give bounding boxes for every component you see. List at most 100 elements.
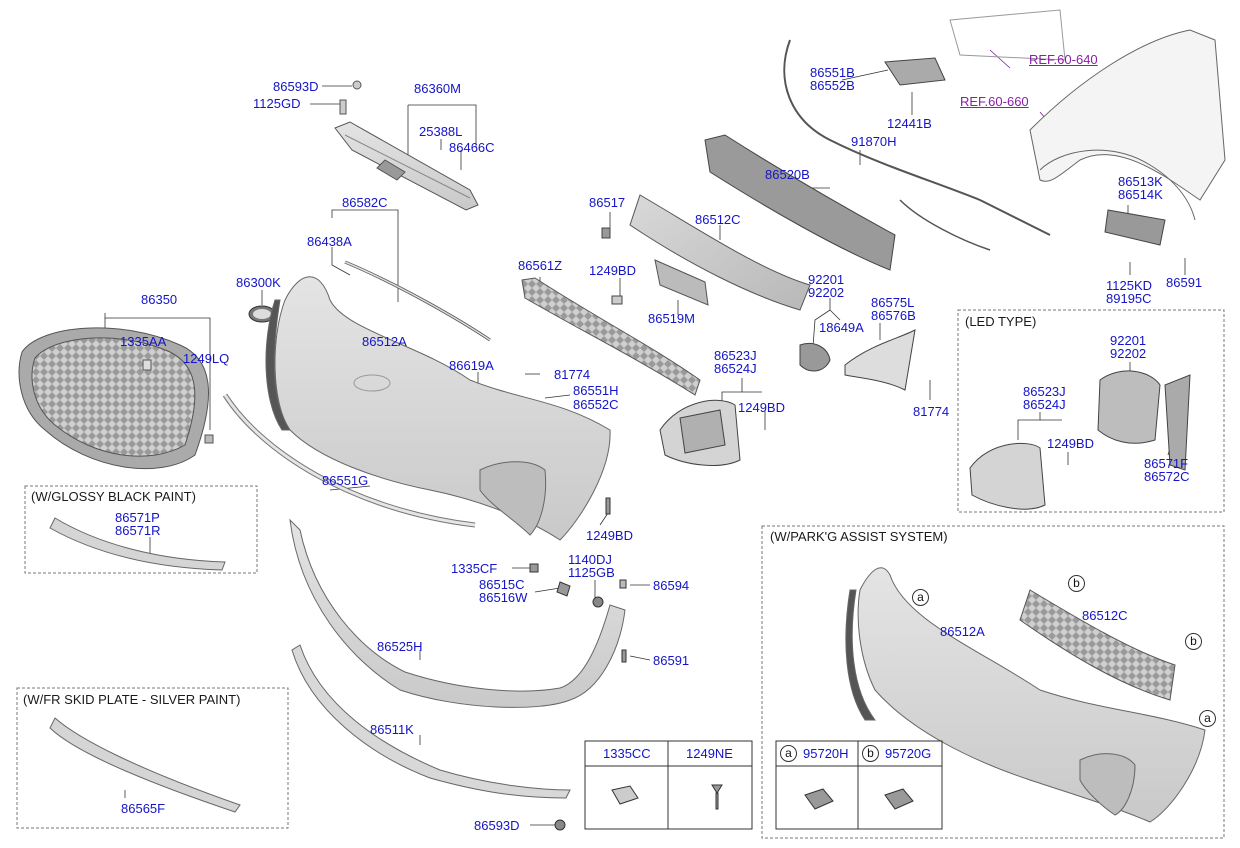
label-1335CF[interactable]: 1335CF [451,561,498,576]
label-86591-fender[interactable]: 86591 [1166,275,1203,290]
label-1125GD[interactable]: 1125GD [253,96,301,111]
label-86515C[interactable]: 86515C [479,577,525,592]
label-1249BD-fog[interactable]: 1249BD [738,400,785,415]
table-header-1249NE[interactable]: 1249NE [686,746,733,761]
label-86466C[interactable]: 86466C [449,140,495,155]
table-header-95720G[interactable]: 95720G [885,746,932,761]
label-86571R[interactable]: 86571R [115,523,161,538]
ref-link-60-660[interactable]: REF.60-660 [960,94,1029,109]
label-86582C[interactable]: 86582C [342,195,388,210]
label-92201[interactable]: 92201 [808,272,845,287]
label-86552B[interactable]: 86552B [810,78,855,93]
label-86516W[interactable]: 86516W [479,590,528,605]
label-86512A[interactable]: 86512A [362,334,407,349]
led-label-86523J[interactable]: 86523J [1023,384,1066,399]
label-86593D-top[interactable]: 86593D [273,79,319,94]
table-marker-a: a [780,745,797,762]
park-label-86512A[interactable]: 86512A [940,624,985,639]
label-81774-mid[interactable]: 81774 [554,367,591,382]
label-86519M[interactable]: 86519M [648,311,695,326]
label-1125KD[interactable]: 1125KD [1106,278,1153,293]
sensor-a-icon [804,788,834,810]
label-25388L[interactable]: 25388L [419,124,463,139]
led-label-86571F[interactable]: 86571F [1144,456,1189,471]
park-bumper [845,567,1206,823]
label-92202[interactable]: 92202 [808,285,845,300]
table-header-1335CC[interactable]: 1335CC [603,746,651,761]
label-81774-right[interactable]: 81774 [913,404,950,419]
label-86551H[interactable]: 86551H [573,383,619,398]
radiator-grille [18,327,214,470]
label-86593D-bottom[interactable]: 86593D [474,818,520,833]
label-1140DJ[interactable]: 1140DJ [568,552,612,567]
label-86551G[interactable]: 86551G [322,473,369,488]
label-86438A[interactable]: 86438A [307,234,352,249]
led-label-92201[interactable]: 92201 [1110,333,1147,348]
led-fog-assembly [969,370,1191,510]
upper-bracket [334,80,479,211]
label-1249LQ[interactable]: 1249LQ [183,351,230,366]
fog-lamp [799,329,916,391]
label-86350[interactable]: 86350 [141,292,178,307]
ref-link-60-640[interactable]: REF.60-640 [1029,52,1098,67]
label-86561Z[interactable]: 86561Z [518,258,563,273]
bumper-cover [265,276,611,541]
label-18649A[interactable]: 18649A [819,320,864,335]
park-rail [1019,589,1176,701]
park-box-frame [761,525,1225,839]
clip-nut-icon [611,785,639,805]
label-86512C[interactable]: 86512C [695,212,741,227]
table-header-95720H[interactable]: 95720H [803,746,849,761]
label-86514K[interactable]: 86514K [1118,187,1163,202]
fog-surround [659,399,741,466]
led-box-title: (LED TYPE) [965,314,1037,329]
label-86360M[interactable]: 86360M [414,81,461,96]
label-86523J[interactable]: 86523J [714,348,757,363]
skid-box-frame [16,687,289,829]
label-86513K[interactable]: 86513K [1118,174,1163,189]
lower-bumper [289,518,626,708]
lower-grille [521,277,701,396]
label-86300K[interactable]: 86300K [236,275,281,290]
label-86594[interactable]: 86594 [653,578,690,593]
label-1249BD-upper[interactable]: 1249BD [589,263,636,278]
glossy-box-frame [24,485,258,574]
wiring-harness [783,39,1051,236]
label-86520B[interactable]: 86520B [765,167,810,182]
label-86551B[interactable]: 86551B [810,65,855,80]
park-box-title: (W/PARK'G ASSIST SYSTEM) [770,529,948,544]
callout-b-1: b [1068,575,1085,592]
sensor-b-icon [884,788,914,810]
label-1249BD-lower[interactable]: 1249BD [586,528,633,543]
label-91870H[interactable]: 91870H [851,134,897,149]
glossy-strip [49,517,226,571]
led-label-92202[interactable]: 92202 [1110,346,1147,361]
glossy-box-title: (W/GLOSSY BLACK PAINT) [31,489,196,504]
label-86524J[interactable]: 86524J [714,361,757,376]
label-89195C[interactable]: 89195C [1106,291,1152,306]
callout-b-2: b [1185,633,1202,650]
park-label-86512C[interactable]: 86512C [1082,608,1128,623]
table-marker-b: b [862,745,879,762]
skid-box-title: (W/FR SKID PLATE - SILVER PAINT) [23,692,241,707]
sensor-table [775,740,943,830]
label-1125GB[interactable]: 1125GB [568,565,615,580]
label-86517[interactable]: 86517 [589,195,626,210]
label-86619A[interactable]: 86619A [449,358,494,373]
label-1335AA[interactable]: 1335AA [120,334,167,349]
led-label-86572C[interactable]: 86572C [1144,469,1190,484]
label-86571P[interactable]: 86571P [115,510,160,525]
label-86591-lower[interactable]: 86591 [653,653,690,668]
label-12441B[interactable]: 12441B [887,116,932,131]
label-86565F[interactable]: 86565F [121,801,166,816]
label-86525H[interactable]: 86525H [377,639,423,654]
label-86575L[interactable]: 86575L [871,295,915,310]
bumper-upper-rail [629,194,811,311]
label-86511K[interactable]: 86511K [370,722,414,737]
screw-icon [711,784,723,810]
label-86576B[interactable]: 86576B [871,308,916,323]
led-label-1249BD[interactable]: 1249BD [1047,436,1094,451]
label-86552C[interactable]: 86552C [573,397,619,412]
led-label-86524J[interactable]: 86524J [1023,397,1066,412]
